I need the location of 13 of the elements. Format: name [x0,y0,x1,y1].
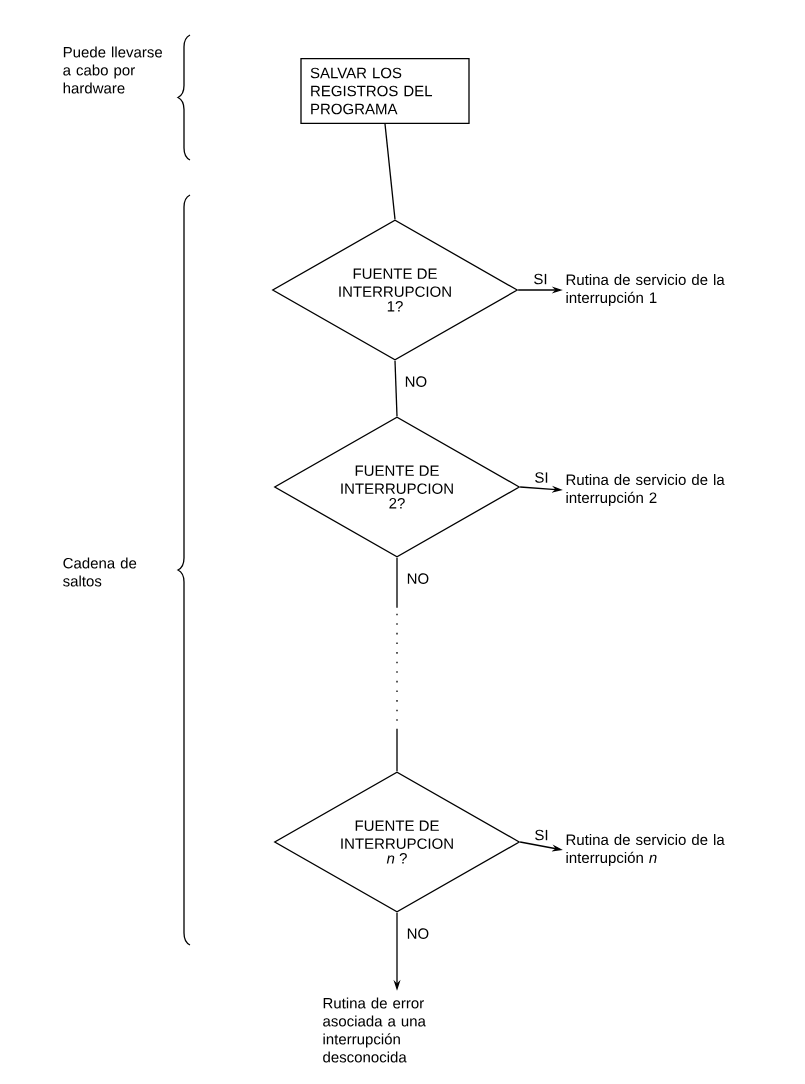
edge-label: SI [535,472,548,483]
routine-text: Rutina de servicio de la interrupción 2 [566,474,725,506]
edge-label: SI [534,273,547,285]
side-label: Cadena de saltos [63,557,137,587]
edge-label: NO [407,573,429,584]
routine-text: Rutina de servicio de la interrupción n [566,834,725,866]
routine-text: Rutina de error asociada a una interrupción desconocida [323,997,426,1063]
edge-label: SI [535,829,548,841]
edge-label: NO [407,928,429,939]
routine-text: Rutina de servicio de la interrupción 1 [566,274,725,306]
side-label: Puede llevarse a cabo por hardware [63,46,162,94]
edge-label: NO [405,376,427,387]
process-box: SALVAR LOS REGISTROS DEL PROGRAMA [300,58,470,124]
